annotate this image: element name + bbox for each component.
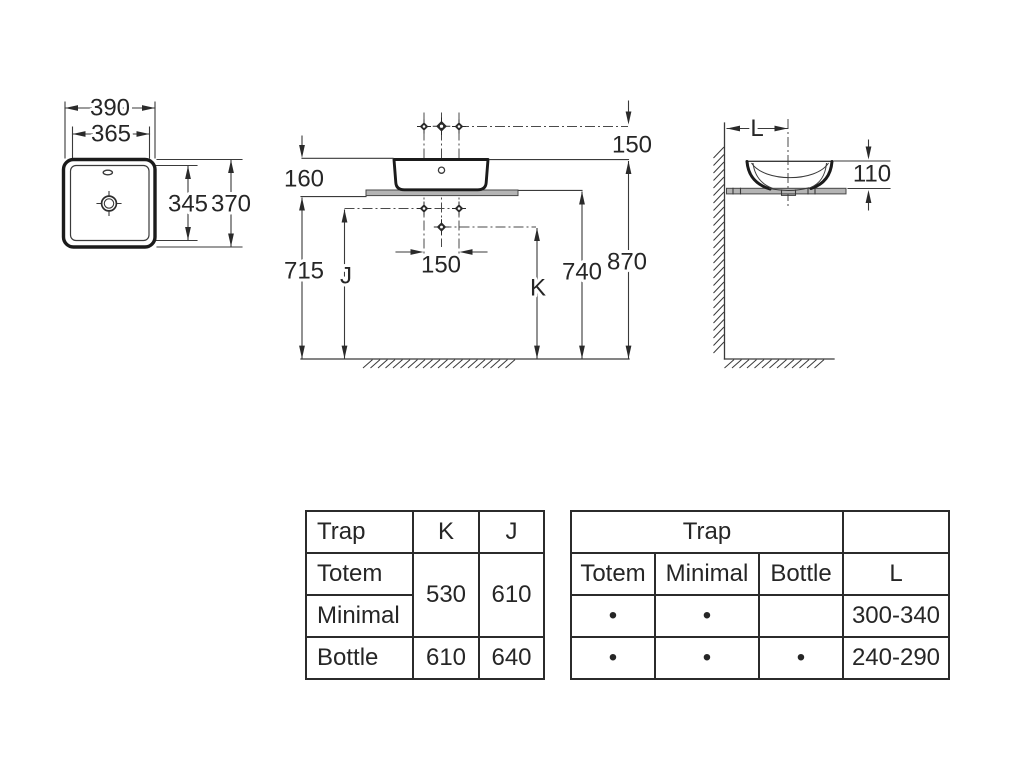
bottle-j-value: 640 [478,636,545,680]
left-table-row-totem: Totem [305,552,414,596]
drain-symbol [96,190,122,217]
totem-minimal-j-value: 610 [478,552,545,638]
dim-inner-depth-label: 345 [168,191,208,218]
dim-k-label: K [530,275,546,302]
front-view: 150 160 715 J 150 K 740 870 [281,100,655,360]
row1-minimal-dot: • [654,594,760,638]
dim-inner-width-label: 365 [91,121,131,148]
right-table-col-l: L [842,552,950,596]
countertop-side [726,187,847,195]
left-table-header-trap: Trap [305,510,414,554]
right-table-col-totem: Totem [570,552,656,596]
section-hatching [362,146,825,369]
dim-outer-width-label: 390 [90,95,130,122]
right-table-header-trap: Trap [570,510,844,554]
bottle-k-value: 610 [412,636,480,680]
drain-outlet [780,189,797,196]
trap-kj-table: Trap K J Totem 530 610 Minimal Bottle 61… [305,510,545,680]
dim-j-label: J [340,263,352,290]
dimension-arrowheads [65,105,872,359]
left-table-header-k: K [412,510,480,554]
row2-minimal-dot: • [654,636,760,680]
dim-110-label: 110 [853,161,891,188]
trap-l-table: Trap Totem Minimal Bottle L • • 300-340 … [570,510,950,680]
right-table-header-empty [842,510,950,554]
overflow-hole [102,169,114,176]
dim-wall-holes-label: 150 [612,132,652,159]
side-view: L 110 [723,112,894,360]
right-table-col-minimal: Minimal [654,552,760,596]
left-table-row-bottle: Bottle [305,636,414,680]
basin-dimension-drawing: 390 365 345 370 150 160 715 [61,92,894,369]
dim-outer-depth-label: 370 [211,191,251,218]
left-table-row-minimal: Minimal [305,594,414,638]
row1-totem-dot: • [570,594,656,638]
dim-l-label: L [750,115,763,142]
right-table-col-bottle: Bottle [758,552,844,596]
left-table-header-j: J [478,510,545,554]
plan-view: 390 365 345 370 [61,92,254,249]
basin-outline-side [745,160,834,196]
row2-l-range: 240-290 [842,636,950,680]
dim-870-label: 870 [607,249,647,276]
totem-minimal-k-value: 530 [412,552,480,638]
dim-740-label: 740 [562,259,602,286]
dim-715-label: 715 [284,258,324,285]
drill-point-markers [417,117,466,235]
row2-bottle-dot: • [758,636,844,680]
faucet-hole [437,166,446,174]
basin-outline-front [392,158,490,192]
row2-totem-dot: • [570,636,656,680]
dim-hole-spacing-label: 150 [421,252,461,279]
row1-bottle-dot [758,594,844,638]
row1-l-range: 300-340 [842,594,950,638]
dim-rim-to-counter-label: 160 [284,166,324,193]
